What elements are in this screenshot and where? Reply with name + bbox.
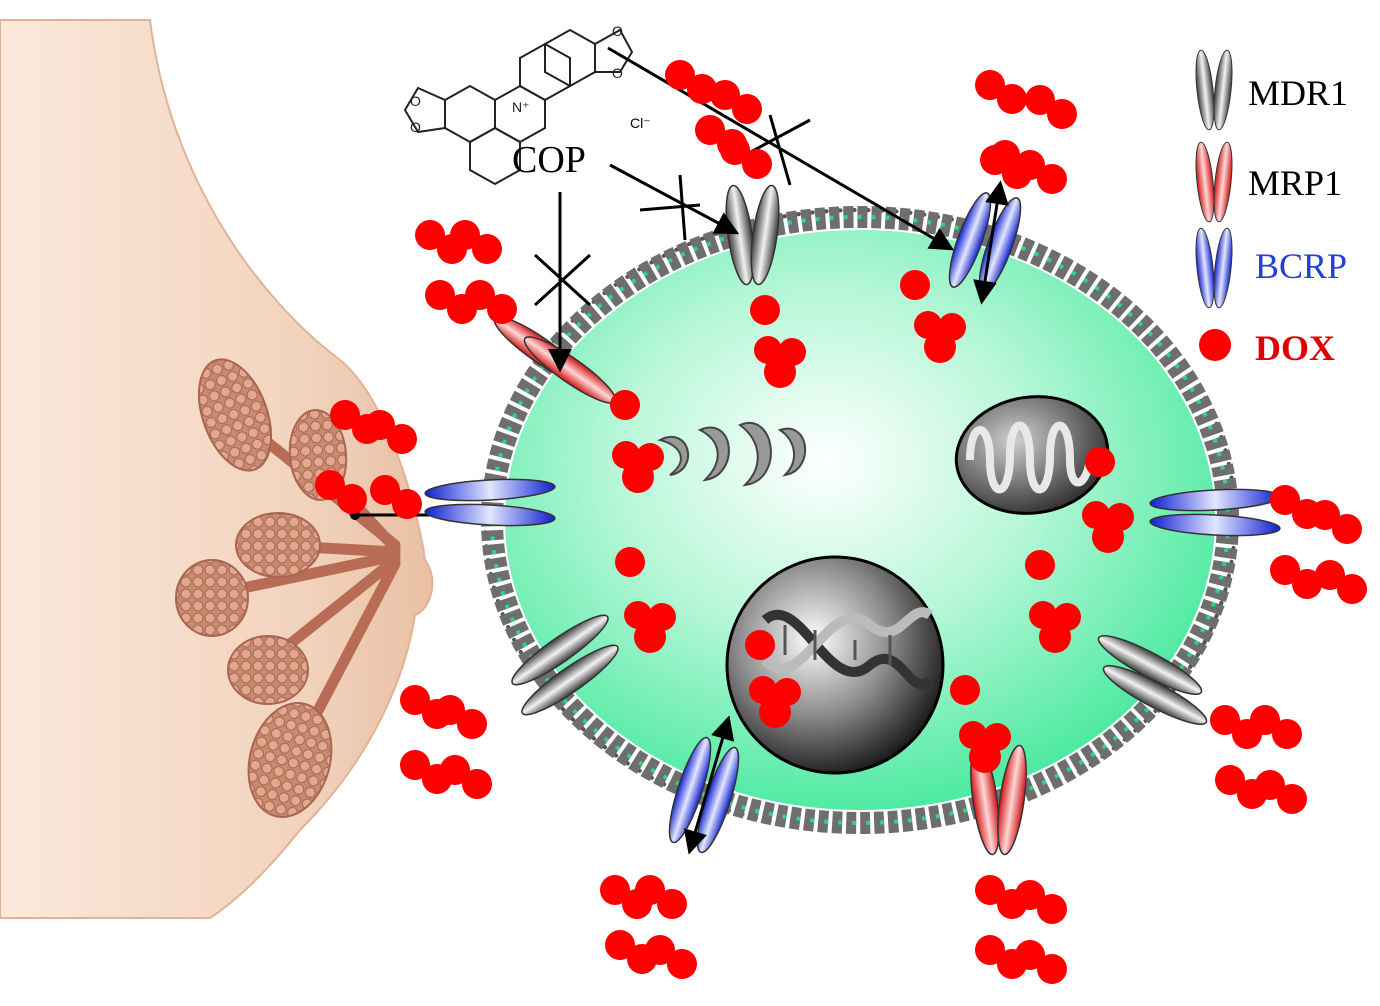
dox-molecule [997, 84, 1027, 114]
nucleus-dna [727, 557, 943, 773]
dox-molecule [1025, 550, 1055, 580]
dox-molecule [1272, 719, 1302, 749]
dox-molecule [1277, 784, 1307, 814]
dox-molecule [1092, 521, 1124, 553]
dox-molecule [667, 949, 697, 979]
dox-molecule [1037, 954, 1067, 984]
dox-molecule [1337, 574, 1367, 604]
legend-label-mrp1: MRP1 [1248, 163, 1342, 203]
svg-text:O: O [410, 119, 421, 135]
dox-molecule [657, 889, 687, 919]
dox-molecule [900, 270, 930, 300]
dox-molecule [924, 331, 956, 363]
counter-ion-label: Cl⁻ [630, 115, 651, 131]
dox-molecule [392, 489, 422, 519]
dox-molecule [610, 390, 640, 420]
legend: MDR1 MRP1 BCRP DOX [1193, 49, 1348, 368]
legend-item-bcrp: BCRP [1193, 227, 1347, 308]
dox-molecule [622, 461, 654, 493]
dox-molecule [759, 696, 791, 728]
svg-text:O: O [612, 23, 623, 39]
dox-molecule [950, 675, 980, 705]
legend-label-dox: DOX [1255, 328, 1335, 368]
dox-molecule [990, 140, 1020, 170]
dox-molecule [1037, 894, 1067, 924]
dox-molecule [1039, 621, 1071, 653]
svg-text:O: O [612, 65, 623, 81]
dox-molecule [764, 356, 796, 388]
dox-molecule [1332, 514, 1362, 544]
dox-molecule [1047, 99, 1077, 129]
cation-label: N⁺ [512, 99, 530, 115]
dox-molecule [615, 547, 645, 577]
legend-label-mdr1: MDR1 [1248, 73, 1348, 113]
dox-molecule [750, 295, 780, 325]
breast-skin [0, 20, 432, 918]
dox-molecule [387, 424, 417, 454]
dox-molecule [472, 234, 502, 264]
dox-molecule [1037, 164, 1067, 194]
dox-molecule [969, 741, 1001, 773]
dox-molecule [337, 484, 367, 514]
dox-molecule [732, 94, 762, 124]
breast-illustration [0, 20, 455, 918]
compound-label: COP [512, 139, 586, 181]
dox-molecule [457, 709, 487, 739]
dox-molecule [634, 621, 666, 653]
legend-item-dox: DOX [1199, 328, 1335, 368]
dox-molecule [1085, 447, 1115, 477]
dox-molecule [487, 294, 517, 324]
legend-label-bcrp: BCRP [1255, 246, 1347, 286]
legend-item-mdr1: MDR1 [1193, 49, 1348, 130]
dox-molecule [745, 630, 775, 660]
svg-text:O: O [410, 93, 421, 109]
legend-item-mrp1: MRP1 [1193, 141, 1342, 222]
dox-molecule [462, 769, 492, 799]
dox-molecule [742, 149, 772, 179]
